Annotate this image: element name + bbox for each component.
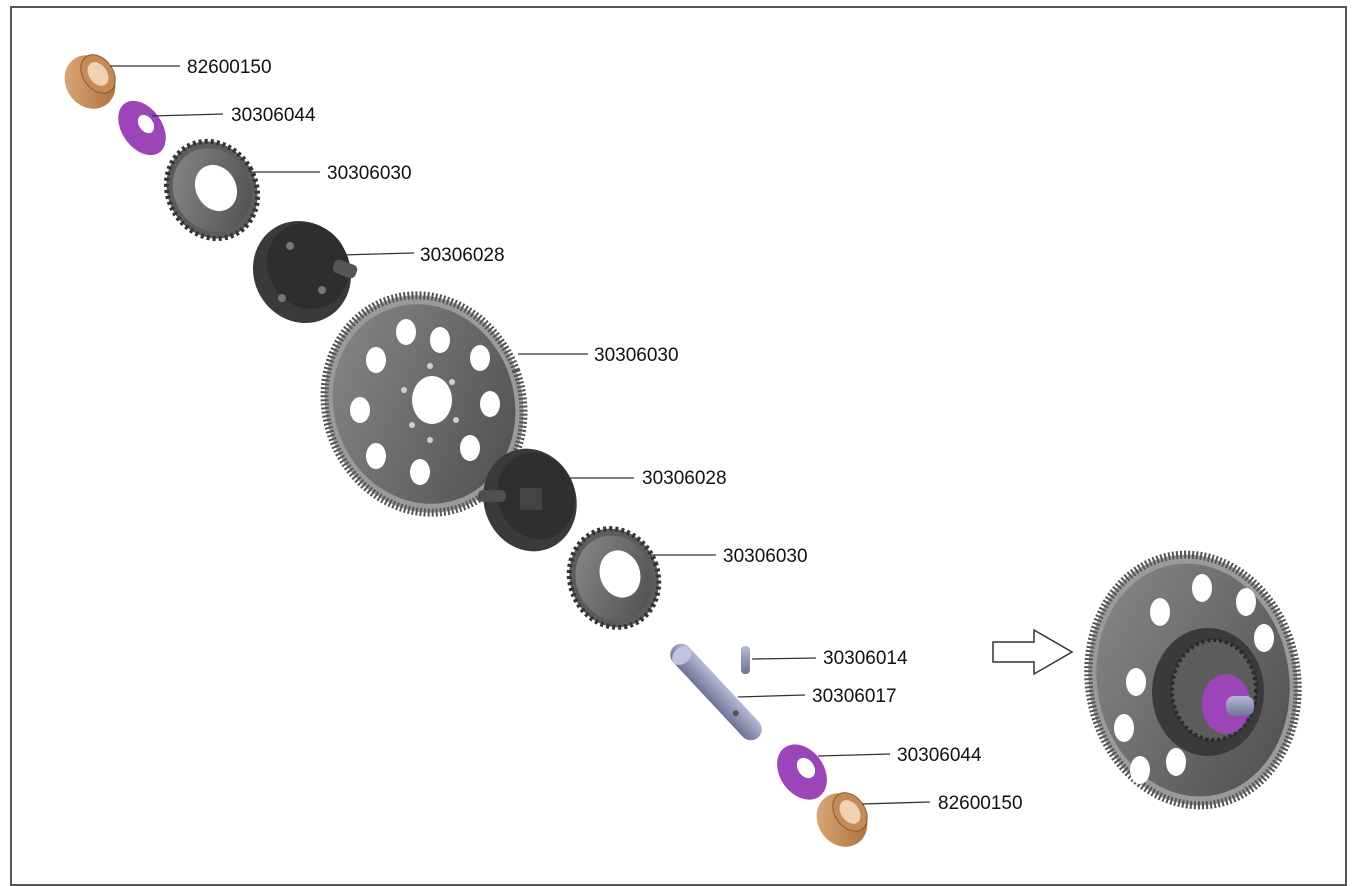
- bushing-top-part: [64, 54, 116, 109]
- arrow-right-icon: [992, 628, 1074, 676]
- part-label: 82600150: [187, 57, 272, 78]
- small-gear-bottom-part: [566, 526, 662, 630]
- part-label: 30306014: [823, 648, 908, 669]
- part-label: 30306030: [327, 163, 412, 184]
- part-label: 30306030: [723, 546, 808, 567]
- washer-bottom-part: [777, 744, 827, 800]
- hub-top-part: [252, 220, 358, 324]
- bushing-bottom-part: [816, 792, 868, 847]
- part-label: 30306028: [642, 468, 727, 489]
- leader-lines: [110, 65, 931, 805]
- spur-gear-part: [320, 291, 528, 517]
- part-label: 82600150: [938, 793, 1023, 814]
- assembled-gear-part: [1084, 550, 1302, 810]
- part-label: 30306044: [231, 105, 316, 126]
- part-label: 30306028: [420, 245, 505, 266]
- pin-part: [741, 646, 750, 674]
- small-gear-top-part: [163, 138, 261, 242]
- hub-bottom-part: [478, 448, 577, 552]
- washer-top-part: [118, 100, 166, 156]
- part-label: 30306044: [897, 745, 982, 766]
- shaft-part: [670, 643, 762, 741]
- part-label: 30306017: [812, 686, 897, 707]
- part-label: 30306030: [594, 345, 679, 366]
